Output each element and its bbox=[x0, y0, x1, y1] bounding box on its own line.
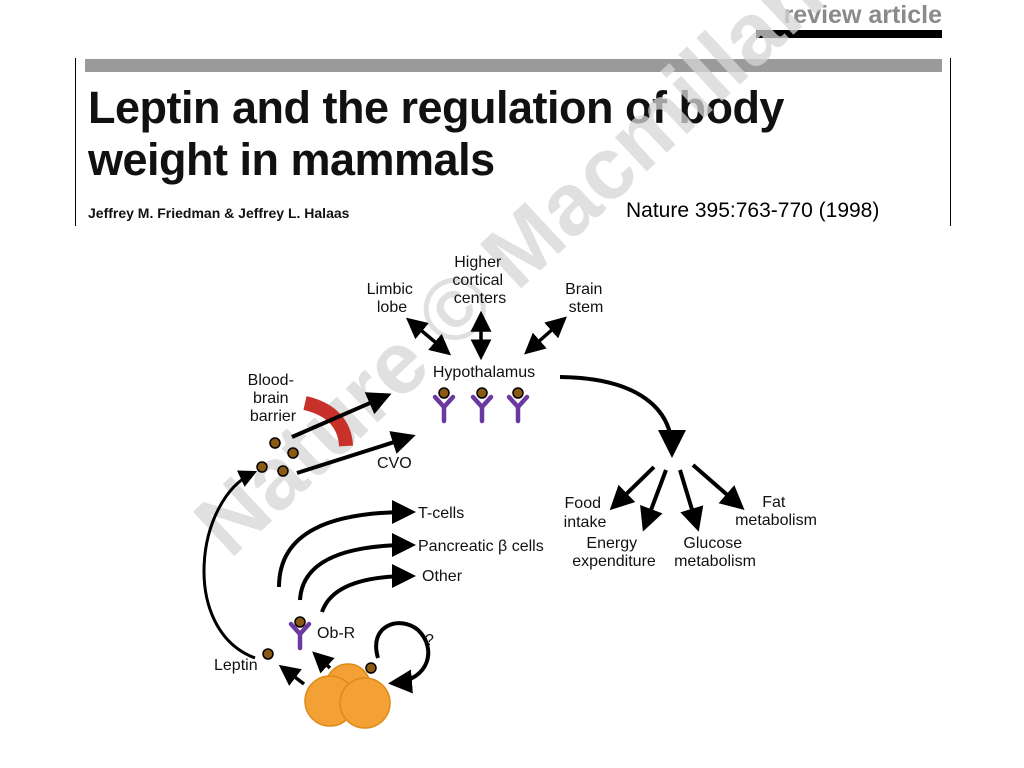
barrier-label-line1: Blood- bbox=[248, 372, 294, 389]
cortical-label-line2: cortical bbox=[452, 272, 503, 289]
paper-frame bbox=[75, 58, 951, 226]
section-label: review article bbox=[783, 1, 942, 29]
receptor-binding-arrow bbox=[312, 651, 335, 674]
food-label-line1: Food bbox=[565, 495, 601, 512]
leptin-dot bbox=[262, 648, 274, 660]
leptin-dot bbox=[287, 447, 299, 459]
leptin-dot bbox=[476, 387, 488, 399]
tcells-label: T-cells bbox=[418, 505, 464, 522]
header-bar bbox=[85, 59, 942, 72]
bbb-transport-arrow bbox=[291, 392, 392, 439]
limbic-label-line2: lobe bbox=[377, 299, 407, 316]
paper-citation: Nature 395:763-770 (1998) bbox=[626, 199, 880, 222]
fat-label-line1: Fat bbox=[762, 494, 786, 511]
section-rule bbox=[756, 30, 942, 38]
brain-stem-label: Brain stem bbox=[565, 281, 607, 316]
brainstem-label-line2: stem bbox=[569, 299, 604, 316]
food-intake-label: Food intake bbox=[564, 495, 607, 531]
other-label: Other bbox=[422, 568, 463, 585]
leptin-dot bbox=[512, 387, 524, 399]
glucose-label-line1: Glucose bbox=[683, 535, 742, 552]
glucose-metabolism-label: Glucose metabolism bbox=[674, 535, 756, 570]
unknown-mechanism-label: ? bbox=[425, 632, 434, 649]
cvo-label: CVO bbox=[377, 455, 412, 472]
other-arrow bbox=[320, 564, 416, 613]
tcells-arrow bbox=[277, 500, 416, 588]
higher-cortical-centers-label: Higher cortical centers bbox=[452, 254, 507, 307]
title-line-1: Leptin and the regulation of body bbox=[88, 82, 784, 133]
limbic-hypothalamus-arrow bbox=[405, 317, 452, 356]
paper-title: Leptin and the regulation of body weight… bbox=[88, 82, 928, 186]
paper-authors: Jeffrey M. Friedman & Jeffrey L. Halaas bbox=[88, 205, 350, 221]
limbic-label-line1: Limbic bbox=[367, 281, 413, 298]
title-line-2: weight in mammals bbox=[88, 134, 495, 185]
energy-label-line2: expenditure bbox=[572, 553, 656, 570]
leptin-dot bbox=[277, 465, 289, 477]
leptin-secretion-arrow bbox=[278, 664, 306, 686]
pancreatic-arrow bbox=[298, 533, 416, 601]
leptin-circulation-arrow bbox=[202, 470, 258, 660]
hypothalamic-receptors bbox=[435, 397, 527, 421]
receptor-icon bbox=[435, 397, 453, 421]
limbic-lobe-label: Limbic lobe bbox=[367, 281, 418, 316]
food-label-line2: intake bbox=[564, 514, 607, 531]
energy-label-line1: Energy bbox=[586, 535, 637, 552]
fat-metabolism-label: Fat metabolism bbox=[735, 494, 817, 529]
leptin-dot bbox=[365, 662, 377, 674]
leptin-dot bbox=[256, 461, 268, 473]
energy-expenditure-label: Energy expenditure bbox=[572, 535, 656, 570]
autocrine-loop-arrow bbox=[374, 621, 431, 694]
brainstem-hypothalamus-arrow bbox=[524, 316, 567, 355]
cortical-label-line3: centers bbox=[454, 290, 506, 307]
glucose-label-line2: metabolism bbox=[674, 553, 756, 570]
brainstem-label-line1: Brain bbox=[565, 281, 602, 298]
leptin-dot bbox=[294, 616, 306, 628]
barrier-label-line2: brain bbox=[253, 390, 289, 407]
hypothalamus-output-arrow bbox=[559, 375, 686, 458]
energy-expenditure-arrow bbox=[640, 469, 668, 532]
leptin-dot bbox=[269, 437, 281, 449]
pancreatic-label: Pancreatic β cells bbox=[418, 538, 544, 555]
ob-r-label: Ob-R bbox=[317, 625, 355, 642]
leptin-dot bbox=[438, 387, 450, 399]
fat-metabolism-arrow bbox=[691, 463, 745, 510]
receptor-icon bbox=[509, 397, 527, 421]
glucose-metabolism-arrow bbox=[678, 469, 704, 532]
hypothalamus-label: Hypothalamus bbox=[433, 364, 535, 381]
leptin-label: Leptin bbox=[214, 657, 258, 674]
food-intake-arrow bbox=[609, 465, 656, 511]
cvo-transport-arrow bbox=[296, 431, 416, 475]
fat-label-line2: metabolism bbox=[735, 512, 817, 529]
adipocyte-cluster bbox=[304, 663, 391, 729]
receptor-icon bbox=[473, 397, 491, 421]
blood-brain-barrier-label: Blood- brain barrier bbox=[248, 372, 299, 425]
cortical-label-line1: Higher bbox=[454, 254, 502, 271]
barrier-label-line3: barrier bbox=[250, 408, 297, 425]
adipocyte bbox=[339, 677, 391, 729]
